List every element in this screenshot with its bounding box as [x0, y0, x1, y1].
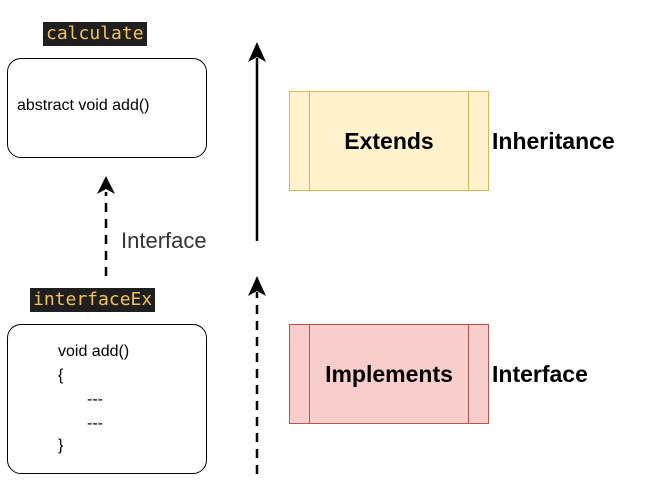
child-class-name-tag: interfaceEx — [30, 288, 156, 312]
parent-class-name-tag: calculate — [43, 22, 147, 46]
solid-arrow-head — [248, 42, 266, 62]
child-code-line-1: void add() — [58, 343, 130, 360]
child-class-box: void add() { --- --- } — [7, 324, 207, 474]
interface-relation-label: Interface — [121, 228, 207, 253]
dashed-arrow-head-left — [97, 176, 115, 194]
extends-box: Extends — [289, 91, 489, 191]
child-code-line-5: } — [58, 437, 64, 454]
extends-label: Extends — [344, 127, 434, 154]
interface-meaning-label: Interface — [492, 361, 588, 387]
child-code-line-3: --- — [87, 391, 103, 408]
implements-box: Implements — [289, 324, 489, 424]
implements-label: Implements — [325, 360, 453, 387]
inheritance-label: Inheritance — [492, 128, 615, 154]
child-code-line-2: { — [58, 367, 64, 384]
child-code-line-4: --- — [87, 415, 103, 432]
parent-class-box: abstract void add() — [7, 58, 207, 158]
parent-method-signature: abstract void add() — [17, 97, 150, 114]
dashed-arrow-head-right — [248, 276, 266, 296]
